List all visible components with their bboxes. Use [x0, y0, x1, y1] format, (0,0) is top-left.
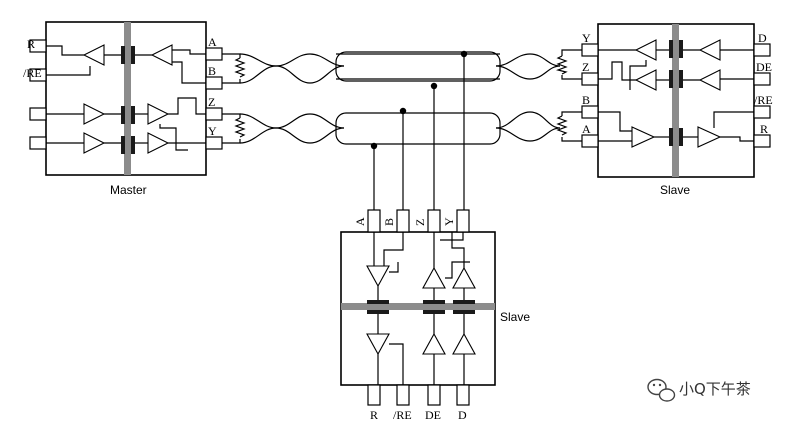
- master-pin-de: [29, 136, 47, 150]
- slave-right-label-de: DE: [756, 60, 772, 74]
- master-pin-b: [205, 76, 223, 90]
- slave-right-driver-buffer-2: [698, 69, 721, 91]
- master-label-b: B: [208, 64, 216, 78]
- slave-termination-resistor-ba: [556, 115, 568, 136]
- slave-bottom-label-b: B: [382, 218, 396, 226]
- master-pin-a: [205, 47, 223, 61]
- slave-bottom-pin-z: [427, 209, 441, 233]
- slave-right-pin-re: [753, 105, 771, 119]
- junction-a: [370, 142, 378, 150]
- slave-bottom-label-de: DE: [425, 408, 441, 422]
- master-pin-y: [205, 136, 223, 150]
- slave-right-receiver-comparator: [631, 126, 656, 148]
- slave-right-isolation-barrier: [672, 24, 679, 177]
- twisted-pair-2-wire-z: [239, 113, 345, 129]
- master-label-z: Z: [208, 95, 215, 109]
- master-transceiver: R /RE A B Z Y Master: [23, 21, 223, 197]
- slave-bottom-label-d: D: [458, 408, 467, 422]
- slave-right-label-z: Z: [582, 60, 589, 74]
- slave-right-pin-z: [581, 72, 599, 86]
- bus-wiring: [222, 49, 582, 210]
- slave-bottom-label-re: /RE: [393, 408, 412, 422]
- slave-bottom-label-z: Z: [413, 219, 427, 226]
- watermark: 小Q下午茶: [647, 378, 751, 402]
- junction-y: [460, 50, 468, 58]
- slave-bottom-pin-a: [367, 209, 381, 233]
- twisted-pair-1-shield: [335, 51, 501, 82]
- slave-right-label-re: /RE: [754, 93, 773, 107]
- master-pin-di: [29, 107, 47, 121]
- slave-right-pin-r: [753, 134, 771, 148]
- slave-right-label-b: B: [582, 93, 590, 107]
- slave-bottom-pin-b: [396, 209, 410, 233]
- master-termination-resistor-zy: [234, 117, 246, 138]
- master-label-y: Y: [208, 124, 217, 138]
- master-label-a: A: [208, 35, 217, 49]
- slave-bottom-title: Slave: [500, 310, 530, 324]
- slave-right-pin-y: [581, 43, 599, 57]
- slave-bottom-pin-y: [456, 209, 470, 233]
- twisted-pair-1-wire-a: [239, 53, 345, 67]
- slave-right-pin-b: [581, 105, 599, 119]
- junction-z: [430, 82, 438, 90]
- slave-bottom-transceiver: A B Z Y R /RE DE D: [340, 209, 530, 422]
- twisted-pair-2-shield: [335, 112, 501, 145]
- slave-right-pin-a: [581, 134, 599, 148]
- slave-bottom-pin-d: [456, 384, 470, 406]
- slave-right-transceiver: Y Z B A D DE /RE R Slav: [581, 23, 773, 197]
- master-pin-z: [205, 107, 223, 121]
- slave-right-label-y: Y: [582, 31, 591, 45]
- junction-b: [399, 107, 407, 115]
- slave-right-title: Slave: [660, 183, 690, 197]
- slave-bottom-receiver-comparator: [366, 265, 390, 288]
- slave-bottom-label-r: R: [370, 408, 378, 422]
- master-label-r: R: [27, 37, 35, 51]
- master-isolation-barrier: [124, 22, 131, 175]
- slave-right-label-r: R: [760, 122, 768, 136]
- slave-bottom-isolation-barrier: [341, 303, 495, 310]
- slave-right-pin-de: [753, 72, 771, 86]
- slave-right-pin-d: [753, 43, 771, 57]
- slave-bottom-pin-r: [367, 384, 381, 406]
- slave-right-label-d: D: [758, 31, 767, 45]
- master-receiver-comparator: [150, 44, 173, 66]
- master-label-re: /RE: [23, 66, 42, 80]
- slave-bottom-pin-re: [396, 384, 410, 406]
- wechat-icon: [647, 378, 676, 402]
- slave-termination-resistor-yz: [555, 55, 568, 75]
- watermark-text: 小Q下午茶: [679, 380, 751, 398]
- slave-bottom-label-a: A: [353, 217, 367, 226]
- slave-bottom-pin-de: [427, 384, 441, 406]
- slave-bottom-label-y: Y: [442, 217, 456, 226]
- master-termination-resistor-ab: [234, 57, 246, 78]
- slave-right-label-a: A: [582, 122, 591, 136]
- master-title: Master: [110, 183, 147, 197]
